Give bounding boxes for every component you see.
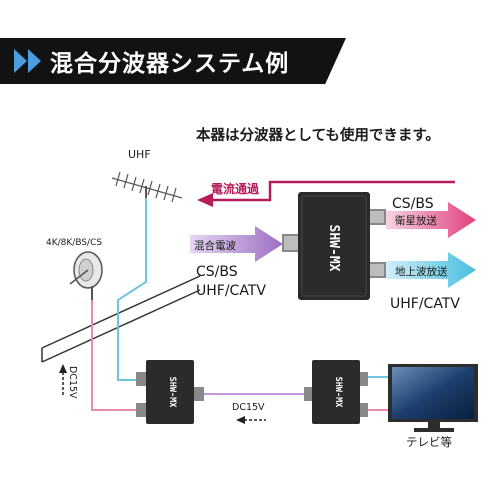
device-model-label-left: SHW-MX [167, 377, 177, 408]
usage-note: 本器は分波器としても使用できます。 [196, 126, 440, 144]
house-roof [41, 275, 201, 363]
dc-vertical-arrow [59, 364, 67, 396]
tv-icon [388, 364, 478, 432]
input-signal-cs-bs: CS/BS [196, 264, 238, 280]
uhf-cable [117, 198, 147, 381]
output-signal-cs-bs: CS/BS [392, 196, 434, 212]
dc-horizontal-arrow [236, 416, 266, 424]
dc-vertical-label: DC15V [67, 366, 78, 399]
uhf-antenna-label: UHF [128, 148, 151, 161]
terrestrial-output-arrow [386, 252, 476, 288]
input-signal-uhf-catv: UHF/CATV [196, 283, 266, 299]
satellite-dish-icon [69, 251, 103, 310]
terrestrial-broadcast-label: 地上波放送 [395, 265, 448, 278]
mixed-wave-label: 混合電波 [194, 239, 236, 252]
tv-label: テレビ等 [406, 435, 452, 449]
mixer-device-right: SHW-MX [304, 360, 368, 424]
mixed-wave-arrow [190, 226, 283, 262]
satellite-dish-label: 4K/8K/BS/CS [46, 238, 102, 248]
device-model-label: SHW-MX [326, 225, 341, 272]
satellite-output-arrow [386, 202, 476, 238]
mixer-device-large: SHW-MX [282, 192, 386, 300]
mixer-device-left: SHW-MX [136, 360, 204, 424]
double-arrow-icon [14, 49, 41, 73]
page-title: 混合分波器システム例 [50, 51, 290, 77]
satellite-cable [91, 300, 140, 411]
current-flow-label: 電流通過 [211, 181, 260, 196]
current-flow-arrow [197, 180, 455, 207]
device-model-label-right: SHW-MX [333, 377, 343, 408]
output-signal-uhf-catv: UHF/CATV [390, 296, 460, 312]
header-banner: 混合分波器システム例 [0, 38, 346, 84]
dc-horizontal-label: DC15V [232, 402, 265, 413]
satellite-broadcast-label: 衛星放送 [395, 214, 437, 227]
